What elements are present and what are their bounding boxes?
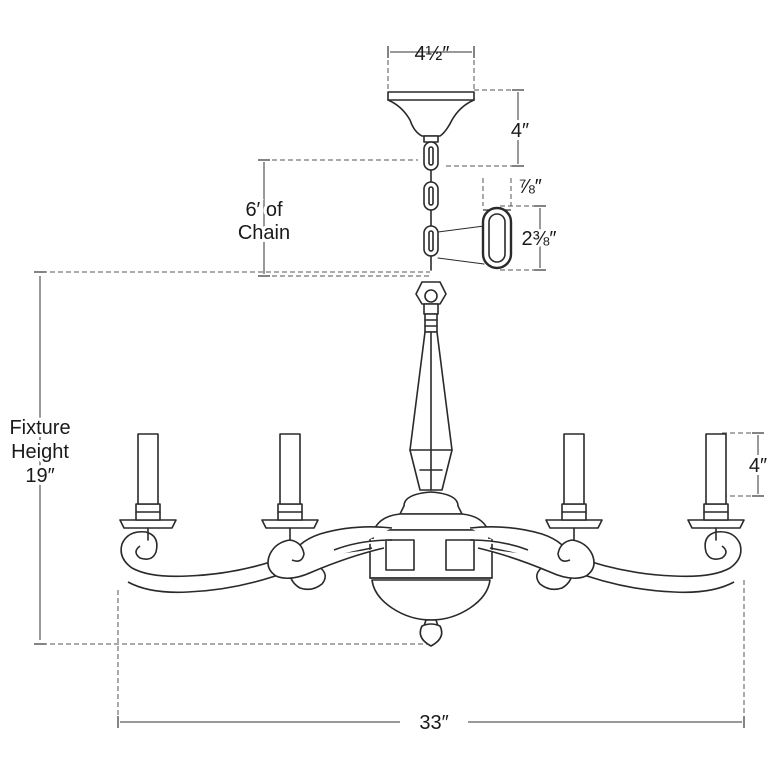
canopy-height-label: 4″ (511, 120, 529, 142)
candle-4 (687, 433, 745, 541)
fixture-height-label-line2: Height (11, 441, 69, 463)
chain (423, 141, 485, 271)
arms (120, 526, 742, 594)
candle-3 (545, 433, 603, 541)
fixture-height-label-line3: 19″ (25, 465, 54, 487)
chain-length-label-line1: 6′ of (245, 199, 283, 221)
chain-link-detail (481, 206, 513, 270)
stem (409, 281, 453, 491)
dimension-guides (34, 46, 764, 728)
canopy-width-label: 4½″ (415, 43, 450, 65)
link-width-label: ⅞″ (518, 176, 542, 198)
candle-height-label: 4″ (749, 455, 767, 477)
dimension-labels: 4½″ 4″ 6′ of Chain ⅞″ 2⅜″ Fixture Height… (6, 43, 770, 734)
candle-1 (119, 433, 177, 541)
central-body (369, 491, 493, 647)
chain-length-label-line2: Chain (238, 222, 290, 244)
candle-2 (261, 433, 319, 541)
overall-width-label: 33″ (419, 712, 448, 734)
link-height-label: 2⅜″ (522, 228, 557, 250)
canopy (387, 91, 475, 143)
fixture-height-label-line1: Fixture (9, 417, 70, 439)
